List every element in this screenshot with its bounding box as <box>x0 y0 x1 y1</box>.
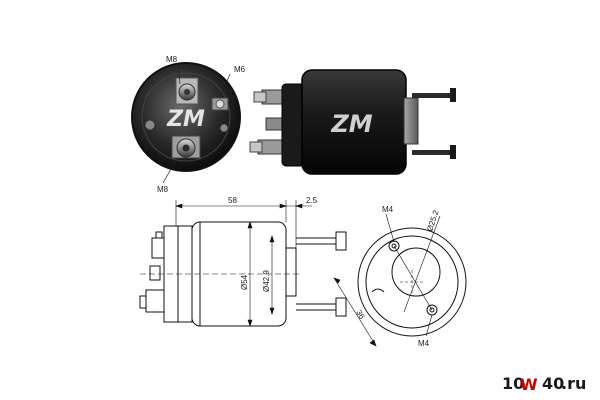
photo-front-view: ZM M8 M6 M8 <box>131 55 246 194</box>
dim-outer-dia: Ø54 <box>240 274 249 290</box>
terminal-m8-bottom <box>171 135 201 159</box>
dim-pitch: 36 <box>354 309 367 322</box>
drawing-side-elevation <box>139 221 347 327</box>
label-m8-top: M8 <box>166 55 178 64</box>
watermark-part1: 10 <box>502 374 524 393</box>
drawing-end-view <box>357 227 467 337</box>
dimensions-side <box>175 200 312 327</box>
zm-logo-front: ZM <box>166 107 205 132</box>
watermark-part2: W <box>520 375 538 394</box>
terminal-m8-top <box>175 77 199 105</box>
dim-length: 58 <box>228 196 237 205</box>
watermark-part3: 40 <box>542 374 564 393</box>
watermark-logo: 10 W 40 .ru <box>498 368 598 396</box>
label-m6: M6 <box>234 65 246 74</box>
label-m8-bottom: M8 <box>157 185 169 194</box>
dim-m4-top: M4 <box>382 205 394 214</box>
dim-m4-bottom: M4 <box>418 339 430 348</box>
zm-logo-side: ZM <box>330 110 372 138</box>
watermark-part4: .ru <box>561 374 586 393</box>
photo-side-view: ZM <box>249 69 456 175</box>
dim-inner-dia: Ø42.9 <box>262 270 271 292</box>
terminal-m6 <box>211 97 229 111</box>
svg-text:ZM: ZM <box>166 107 205 132</box>
svg-text:ZM: ZM <box>330 110 372 138</box>
dim-offset: 2.5 <box>306 196 318 205</box>
dimensions-end <box>333 213 441 347</box>
